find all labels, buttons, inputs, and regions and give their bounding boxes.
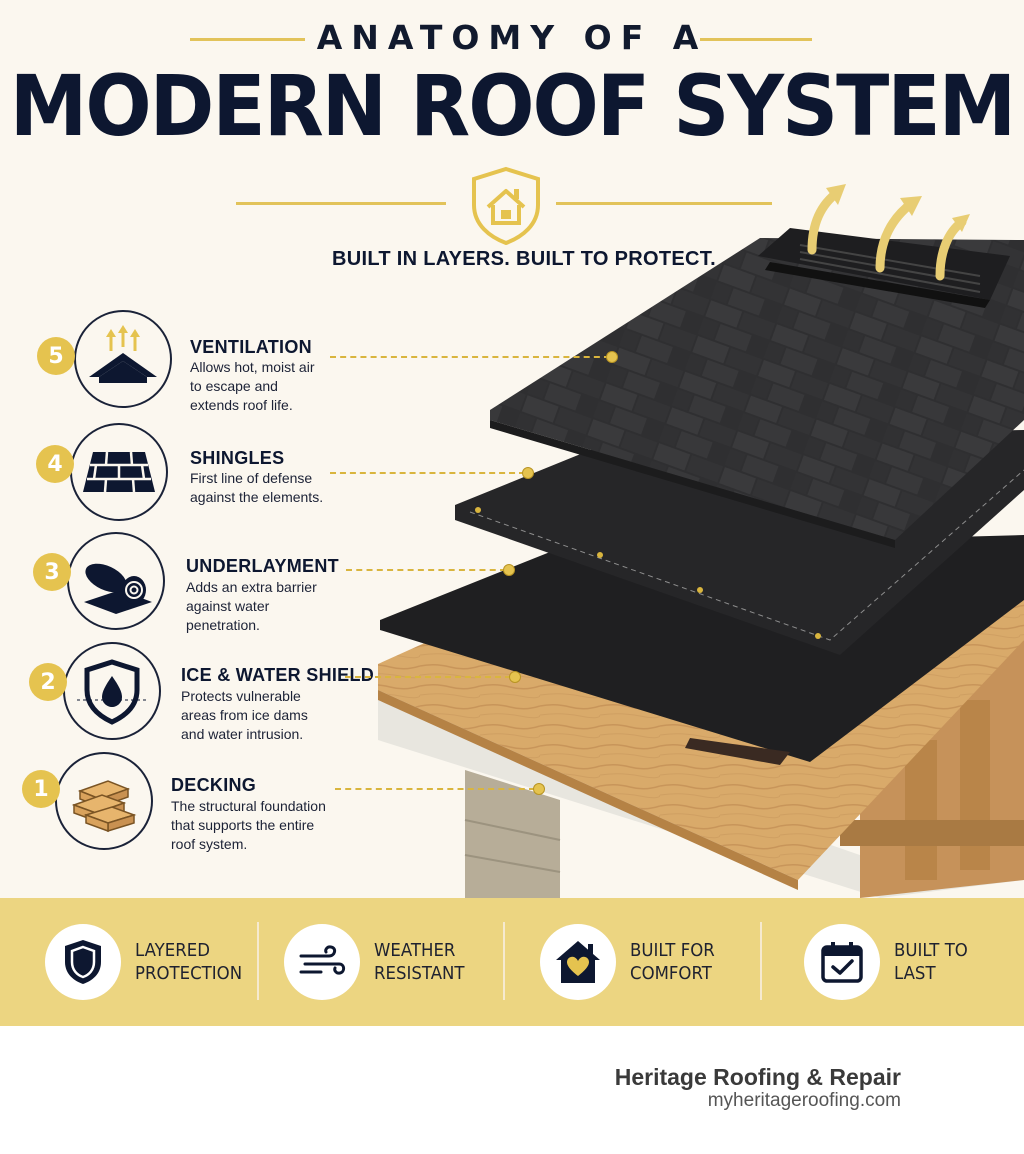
layer-title-decking: DECKING (171, 775, 257, 795)
benefit-label-layered-protection: LAYERED PROTECTION (135, 940, 243, 984)
infographic-canvas: ANATOMY OF A MODERN ROOF SYSTEM BUILT IN… (0, 0, 1024, 898)
layer-number-2: 2 (29, 663, 67, 701)
benefit-icon-circle (804, 924, 880, 1000)
leader-line-shingles (330, 472, 525, 474)
house-shield-icon (472, 166, 540, 245)
wind-icon (299, 945, 346, 975)
benefit-icon-circle (45, 924, 121, 1000)
layer-title-underlayment: UNDERLAYMENT (186, 556, 339, 576)
benefit-built-for-comfort: BUILT FOR COMFORT (540, 898, 740, 1026)
header-rule-right (556, 202, 772, 205)
leader-dot-ice-water-shield (509, 671, 521, 683)
shingles-icon (83, 451, 155, 493)
brand-name: Heritage Roofing & Repair (614, 1064, 901, 1090)
roof-layers-illustration (378, 184, 1024, 898)
tagline: BUILT IN LAYERS. BUILT TO PROTECT. (332, 248, 716, 270)
calendar-check-icon (821, 942, 863, 983)
layer-desc-underlayment: Adds an extra barrier against water pene… (186, 579, 317, 633)
benefit-divider (503, 922, 505, 1000)
leader-dot-decking (533, 783, 545, 795)
benefit-icon-circle (284, 924, 360, 1000)
page-title: MODERN ROOF SYSTEM (9, 58, 1017, 156)
ventilation-icon-circle (74, 310, 172, 408)
shield-drop-icon (77, 659, 147, 725)
header-kicker: ANATOMY OF A (316, 18, 708, 57)
underlayment-roll-icon (84, 563, 152, 614)
layer-desc-ventilation: Allows hot, moist air to escape and exte… (190, 359, 315, 413)
shingles-icon-circle (70, 423, 168, 521)
layer-number-1: 1 (22, 770, 60, 808)
leader-line-underlayment (346, 569, 506, 571)
benefit-layered-protection: LAYERED PROTECTION (45, 898, 245, 1026)
benefit-icon-circle (540, 924, 616, 1000)
leader-line-ice-water-shield (345, 676, 511, 678)
layer-number-4: 4 (36, 445, 74, 483)
benefits-band: LAYERED PROTECTION WEATHER RESISTANT BUI… (0, 898, 1024, 1026)
benefit-label-built-for-comfort: BUILT FOR COMFORT (630, 940, 715, 984)
underlayment-icon-circle (67, 532, 165, 630)
header-rule-left-top (190, 38, 305, 41)
benefit-label-built-to-last: BUILT TO LAST (894, 940, 968, 984)
brand-url[interactable]: myheritageroofing.com (707, 1090, 901, 1111)
layer-number-3: 3 (33, 553, 71, 591)
benefit-label-weather-resistant: WEATHER RESISTANT (374, 940, 465, 984)
wood-planks-icon (71, 780, 137, 833)
benefit-divider (257, 922, 259, 1000)
benefit-weather-resistant: WEATHER RESISTANT (284, 898, 484, 1026)
leader-dot-shingles (522, 467, 534, 479)
leader-line-decking (335, 788, 535, 790)
header-rule-left (236, 202, 446, 205)
ice-water-shield-icon-circle (63, 642, 161, 740)
shield-icon (65, 940, 101, 984)
leader-dot-underlayment (503, 564, 515, 576)
leader-line-ventilation (330, 356, 610, 358)
layer-title-shingles: SHINGLES (190, 448, 285, 468)
benefit-built-to-last: BUILT TO LAST (804, 898, 1004, 1026)
layer-number-5: 5 (37, 337, 75, 375)
header-rule-right-top (700, 38, 812, 41)
layer-desc-ice-water-shield: Protects vulnerable areas from ice dams … (181, 688, 308, 742)
layer-title-ice-water-shield: ICE & WATER SHIELD (181, 665, 375, 685)
layer-title-ventilation: VENTILATION (190, 337, 312, 357)
house-heart-icon (556, 941, 600, 983)
decking-icon-circle (55, 752, 153, 850)
roof-vent-icon (89, 325, 157, 383)
leader-dot-ventilation (606, 351, 618, 363)
layer-desc-shingles: First line of defense against the elemen… (190, 470, 324, 505)
layer-desc-decking: The structural foundation that supports … (171, 798, 326, 852)
benefit-divider (760, 922, 762, 1000)
